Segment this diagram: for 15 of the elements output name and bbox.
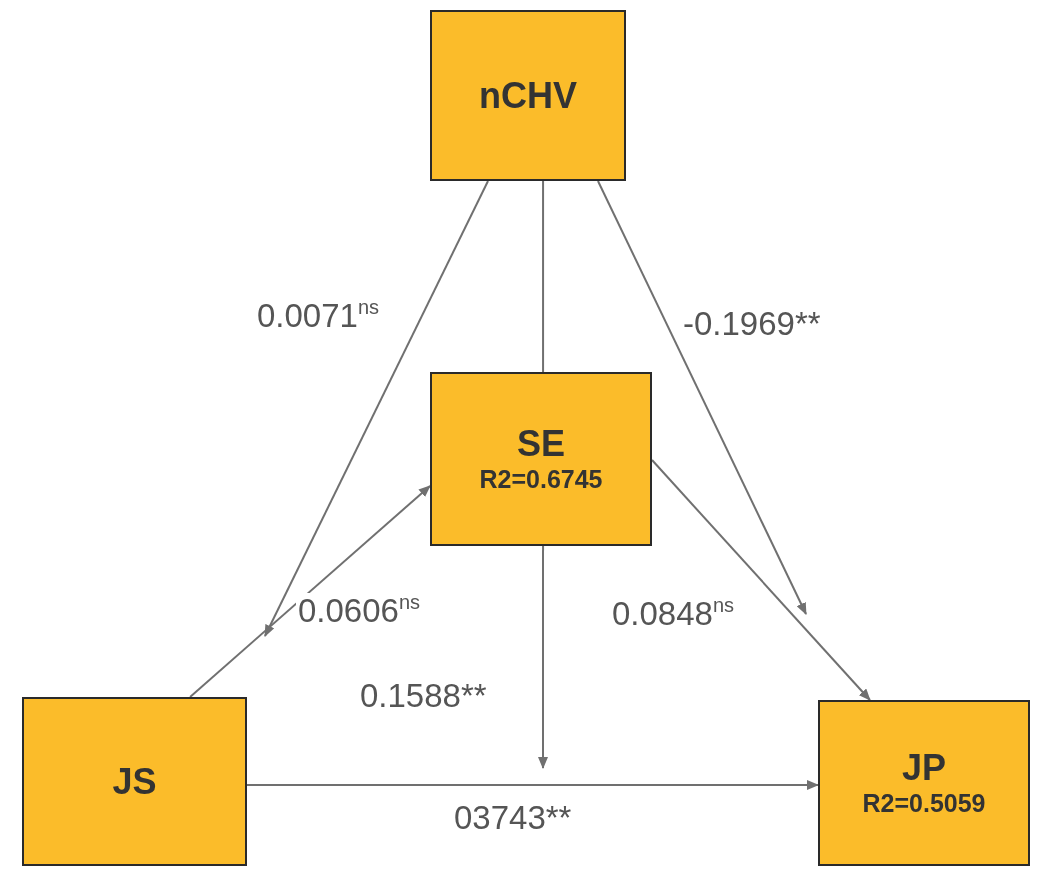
arrow [189, 484, 431, 698]
arrow [596, 180, 807, 615]
r-squared: R2=0.6745 [479, 463, 603, 494]
arrow [246, 780, 819, 790]
variable-name: JS [112, 761, 157, 802]
variable-name: nCHV [479, 75, 577, 116]
variable-box [430, 372, 652, 546]
r-squared: R2=0.5059 [862, 787, 986, 818]
arrow [651, 459, 871, 701]
variable-box [22, 697, 247, 866]
variable-box [818, 700, 1030, 866]
variable-name: SE [517, 424, 565, 464]
variable-box [430, 10, 626, 181]
arrow [264, 180, 489, 637]
variable-name: JP [901, 748, 946, 788]
